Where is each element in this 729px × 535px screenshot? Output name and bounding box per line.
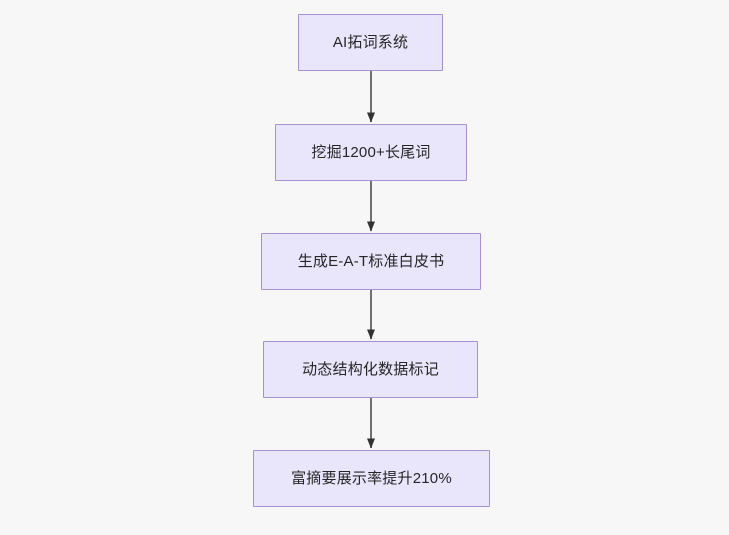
- flow-node-label: AI拓词系统: [332, 33, 409, 51]
- flow-node-label: 挖掘1200+长尾词: [311, 143, 431, 161]
- flow-node-ai-keyword-system[interactable]: AI拓词系统: [298, 14, 443, 71]
- flow-node-label: 富摘要展示率提升210%: [291, 469, 452, 487]
- flow-node-label: 生成E-A-T标准白皮书: [297, 252, 445, 270]
- flow-node-label: 动态结构化数据标记: [302, 360, 439, 378]
- flow-node-mine-longtail-keywords[interactable]: 挖掘1200+长尾词: [275, 124, 467, 181]
- flow-node-generate-eat-whitepaper[interactable]: 生成E-A-T标准白皮书: [261, 233, 481, 290]
- flow-node-dynamic-structured-data-markup[interactable]: 动态结构化数据标记: [263, 341, 478, 398]
- flow-node-rich-snippet-rate-increase[interactable]: 富摘要展示率提升210%: [253, 450, 490, 507]
